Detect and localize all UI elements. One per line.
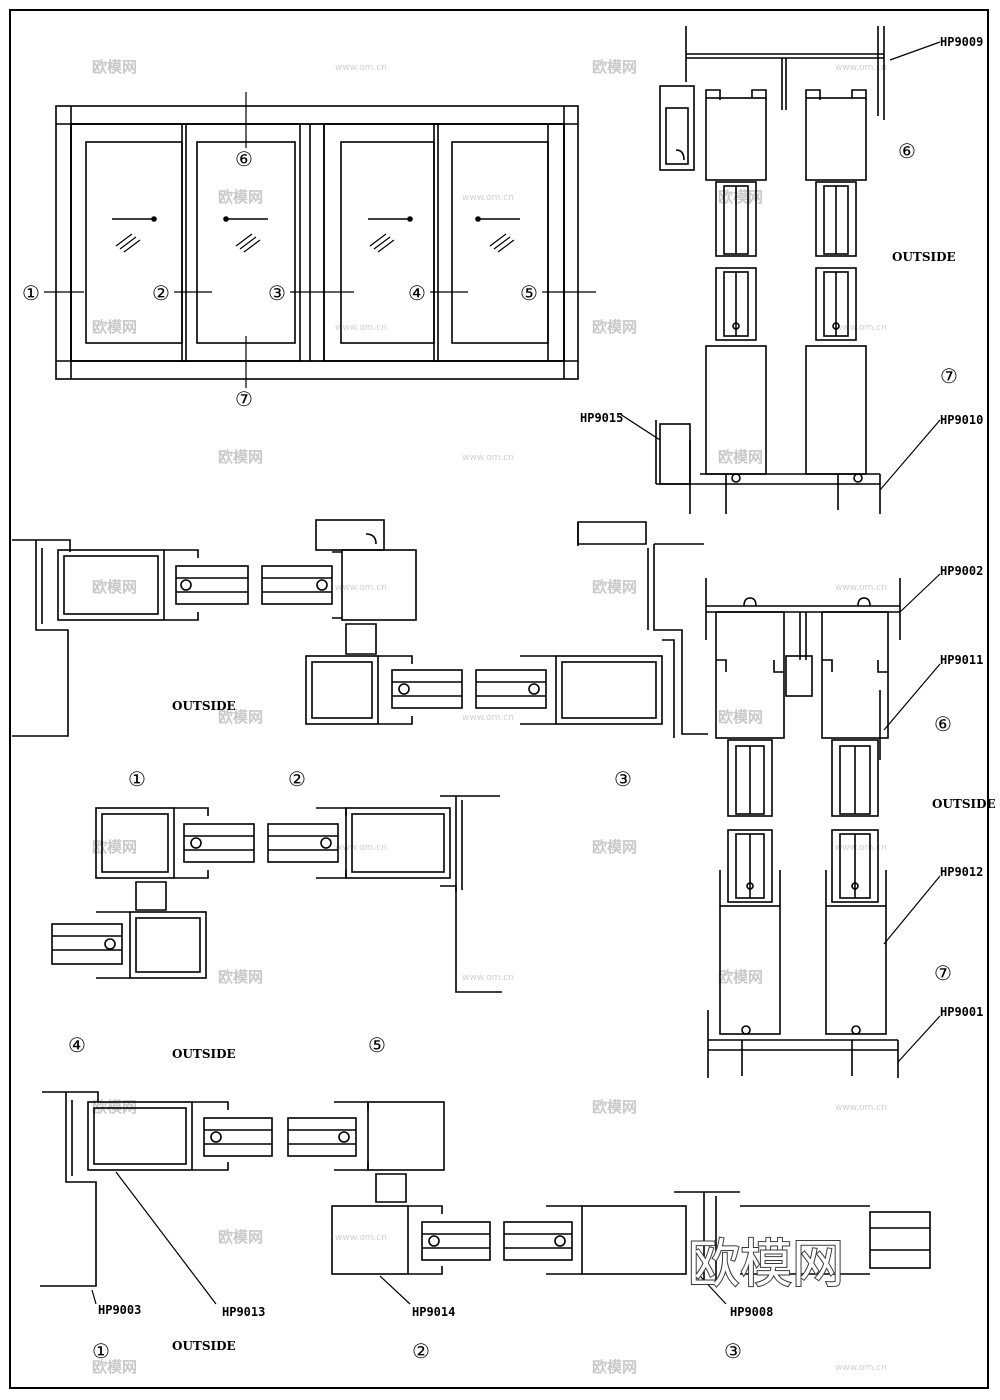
watermark-brand: 欧模网	[592, 578, 637, 596]
callout-1: ①	[128, 767, 146, 791]
watermark-brand: 欧模网	[218, 1228, 263, 1246]
callout-2: ②	[288, 767, 306, 791]
watermark-brand: 欧模网	[92, 838, 137, 856]
watermark-brand: 欧模网	[718, 448, 763, 466]
watermark-site: www.om.cn	[462, 193, 514, 203]
watermark-site: www.om.cn	[335, 323, 387, 333]
part-code-hp9015: HP9015	[580, 411, 623, 425]
horizontal-sections-row1-labels: OUTSIDE ① ② ③	[128, 699, 632, 791]
callout-7: ⑦	[235, 387, 253, 411]
outside-label: OUTSIDE	[172, 1047, 236, 1061]
callout-1: ①	[92, 1339, 110, 1363]
elevation-callouts: ① ② ③ ④ ⑤ ⑥ ⑦	[22, 147, 538, 411]
watermark-site: www.om.cn	[335, 1233, 387, 1243]
watermark-site: www.om.cn	[462, 453, 514, 463]
watermark-layer: 欧模网 欧模网 欧模网 欧模网 欧模网 欧模网 欧模网 欧模网 欧模网 欧模网 …	[92, 58, 887, 1376]
watermark-logo: 欧模网	[688, 1235, 844, 1295]
vertical-section-upper	[619, 26, 941, 514]
watermark-site: www.om.cn	[462, 713, 514, 723]
watermark-site: www.om.cn	[835, 323, 887, 333]
watermark-brand: 欧模网	[92, 318, 137, 336]
vertical-section-lower	[705, 573, 941, 1078]
callout-2: ②	[412, 1339, 430, 1363]
watermark-brand: 欧模网	[592, 838, 637, 856]
watermark-brand: 欧模网	[592, 1098, 637, 1116]
callout-6: ⑥	[934, 712, 952, 736]
callout-4: ④	[68, 1033, 86, 1057]
watermark-site: www.om.cn	[462, 973, 514, 983]
watermark-site: www.om.cn	[835, 843, 887, 853]
outside-label: OUTSIDE	[172, 699, 236, 713]
callout-6: ⑥	[898, 139, 916, 163]
watermark-site: www.om.cn	[835, 583, 887, 593]
watermark-brand: 欧模网	[92, 578, 137, 596]
watermark-brand: 欧模网	[718, 968, 763, 986]
horizontal-sections-row3	[40, 1091, 931, 1305]
outside-label: OUTSIDE	[892, 250, 956, 264]
window-elevation	[44, 92, 596, 388]
callout-5: ⑤	[368, 1033, 386, 1057]
part-code-hp9003: HP9003	[98, 1303, 141, 1317]
part-code-hp9009: HP9009	[940, 35, 983, 49]
watermark-brand: 欧模网	[218, 188, 263, 206]
horizontal-sections-row2-labels: ④ OUTSIDE ⑤	[68, 1033, 386, 1061]
watermark-brand: 欧模网	[218, 708, 263, 726]
watermark-brand: 欧模网	[92, 58, 137, 76]
callout-7: ⑦	[940, 364, 958, 388]
callout-3: ③	[724, 1339, 742, 1363]
watermark-site: www.om.cn	[835, 1103, 887, 1113]
callout-1: ①	[22, 281, 40, 305]
outside-label: OUTSIDE	[932, 797, 996, 811]
horizontal-sections-row3-labels: HP9003 HP9013 HP9014 HP9008 OUTSIDE ① ② …	[92, 1303, 773, 1363]
watermark-brand: 欧模网	[592, 58, 637, 76]
watermark-site: www.om.cn	[835, 1363, 887, 1373]
watermark-brand: 欧模网	[218, 968, 263, 986]
callout-3: ③	[614, 767, 632, 791]
watermark-brand: 欧模网	[592, 318, 637, 336]
part-code-hp9012: HP9012	[940, 865, 983, 879]
part-code-hp9001: HP9001	[940, 1005, 983, 1019]
vertical-section-upper-labels: HP9009 HP9015 HP9010 OUTSIDE ⑥ ⑦	[580, 35, 983, 427]
watermark-brand: 欧模网	[218, 448, 263, 466]
callout-5: ⑤	[520, 281, 538, 305]
part-code-hp9013: HP9013	[222, 1305, 265, 1319]
watermark-brand: 欧模网	[592, 1358, 637, 1376]
horizontal-sections-row2	[51, 795, 502, 993]
part-code-hp9008: HP9008	[730, 1305, 773, 1319]
callout-7: ⑦	[934, 961, 952, 985]
outside-label: OUTSIDE	[172, 1339, 236, 1353]
watermark-brand: 欧模网	[718, 188, 763, 206]
watermark-site: www.om.cn	[335, 63, 387, 73]
vertical-section-lower-labels: HP9002 HP9011 HP9012 HP9001 OUTSIDE ⑥ ⑦	[932, 564, 996, 1019]
horizontal-sections-row1	[12, 519, 708, 738]
watermark-site: www.om.cn	[335, 843, 387, 853]
part-code-hp9010: HP9010	[940, 413, 983, 427]
callout-3: ③	[268, 281, 286, 305]
watermark-site: www.om.cn	[335, 583, 387, 593]
part-code-hp9011: HP9011	[940, 653, 983, 667]
page-border	[9, 9, 989, 1389]
callout-6: ⑥	[235, 147, 253, 171]
watermark-site: www.om.cn	[835, 63, 887, 73]
callout-2: ②	[152, 281, 170, 305]
callout-4: ④	[408, 281, 426, 305]
watermark-brand: 欧模网	[718, 708, 763, 726]
part-code-hp9014: HP9014	[412, 1305, 455, 1319]
watermark-brand: 欧模网	[92, 1358, 137, 1376]
part-code-hp9002: HP9002	[940, 564, 983, 578]
